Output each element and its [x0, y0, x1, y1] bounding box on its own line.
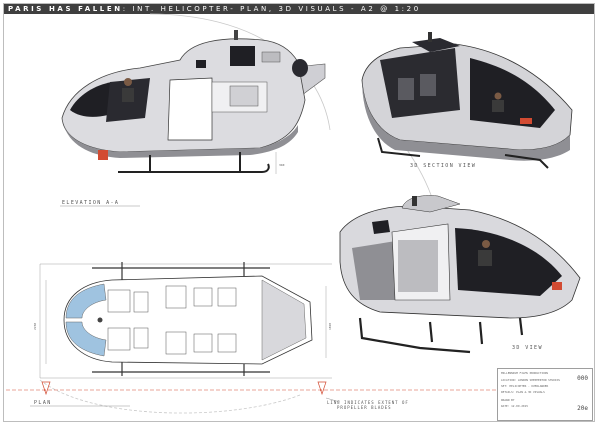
three-d-view-label: 3D VIEW: [512, 345, 543, 351]
title-block-details: DETAILS: PLAN & 3D VISUALS: [501, 390, 545, 394]
section-marker-left: [41, 381, 51, 396]
three-d-cockpit: [455, 228, 562, 296]
title-block-set: SET: HELICOPTER - OVERLANDER: [501, 384, 549, 388]
title-block-revision: 20e: [577, 405, 588, 412]
title-block-company: MILLENNIUM FILMS PRODUCTIONS: [501, 371, 549, 375]
elevation-skid-dimension: 340: [279, 163, 285, 167]
title-bar: [4, 4, 594, 14]
elevation-cockpit-window: [70, 82, 112, 117]
section-marker-right: [317, 381, 327, 396]
propeller-note-line-1: LINE INDICATES EXTENT OF: [327, 400, 409, 405]
sheet-border: [3, 3, 595, 422]
section-view: [361, 32, 573, 169]
elevation-view-label: ELEVATION A-A: [62, 200, 120, 206]
title-block-date: DATE: 12.09.2015: [501, 404, 528, 408]
propeller-note-line-2: PROPELLER BLADES: [337, 405, 392, 410]
plan-dimension-right: 1820: [328, 323, 332, 330]
section-marker-left-label: A: [44, 388, 46, 392]
elevation-skids: [118, 152, 270, 173]
elevation-view: [61, 30, 326, 174]
three-d-view: [339, 195, 581, 354]
sheet-title: PARIS HAS FALLEN: INT. HELICOPTER- PLAN,…: [8, 5, 421, 14]
sheet-title-detail: : INT. HELICOPTER- PLAN, 3D VISUALS - A2…: [122, 5, 421, 13]
section-view-label: 3D SECTION VIEW: [410, 163, 477, 169]
sheet-title-project: PARIS HAS FALLEN: [8, 5, 123, 13]
elevation-pilot: [124, 78, 132, 86]
section-marker-right-label: A: [320, 388, 322, 392]
title-block-location: LOCATION: LONDON SHEPPERTON STUDIOS: [501, 378, 560, 382]
elevation-door-opening: [167, 77, 213, 141]
plan-dimension-left: 2230: [33, 323, 37, 330]
title-block: MILLENNIUM FILMS PRODUCTIONS LOCATION: L…: [497, 368, 593, 421]
plan-view: [6, 262, 594, 403]
propeller-extent-note: LINE INDICATES EXTENT OF PROPELLER BLADE…: [327, 400, 409, 410]
plan-glazing: [65, 283, 107, 319]
title-block-drawn-by: DRAWN BY: [501, 398, 515, 402]
title-block-drawing-number: 000: [577, 375, 588, 382]
three-d-skids: [358, 317, 524, 354]
plan-view-label: PLAN: [34, 400, 52, 406]
plan-seats: [107, 285, 237, 355]
